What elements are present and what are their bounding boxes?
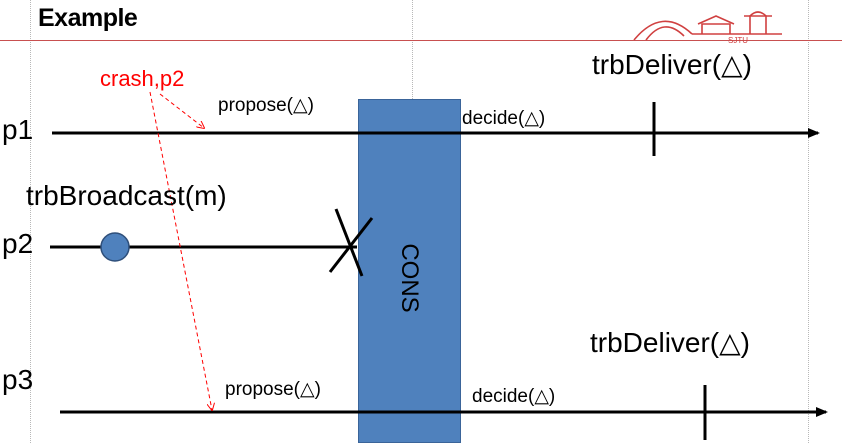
grid-line	[808, 0, 809, 443]
p1-propose-label: propose(△)	[218, 95, 314, 116]
crash-cross-b	[328, 217, 374, 273]
crash-notice-to-p3	[149, 91, 212, 410]
p3-decide-label: decide(△)	[472, 386, 556, 407]
broadcast-label: trbBroadcast(m)	[26, 180, 227, 211]
p1-decide-label: decide(△)	[462, 108, 546, 129]
crash-label: crash,p2	[100, 66, 185, 91]
process-label-p2: p2	[2, 228, 34, 259]
grid-line	[30, 0, 31, 443]
p3-propose-label: propose(△)	[225, 379, 321, 400]
header-divider	[0, 40, 842, 41]
consensus-box	[358, 99, 461, 443]
university-logo-icon: SJTU	[633, 11, 782, 44]
p3-deliver-label: trbDeliver(△)	[590, 327, 750, 358]
crash-cross-a	[334, 208, 364, 277]
p1-deliver-label: trbDeliver(△)	[592, 49, 752, 80]
crash-notice-to-p1	[159, 93, 204, 128]
logo-text: SJTU	[728, 36, 748, 44]
broadcast-event-dot	[100, 232, 130, 262]
process-label-p1: p1	[2, 114, 34, 145]
slide-title: Example	[38, 4, 138, 32]
process-label-p3: p3	[2, 364, 34, 395]
